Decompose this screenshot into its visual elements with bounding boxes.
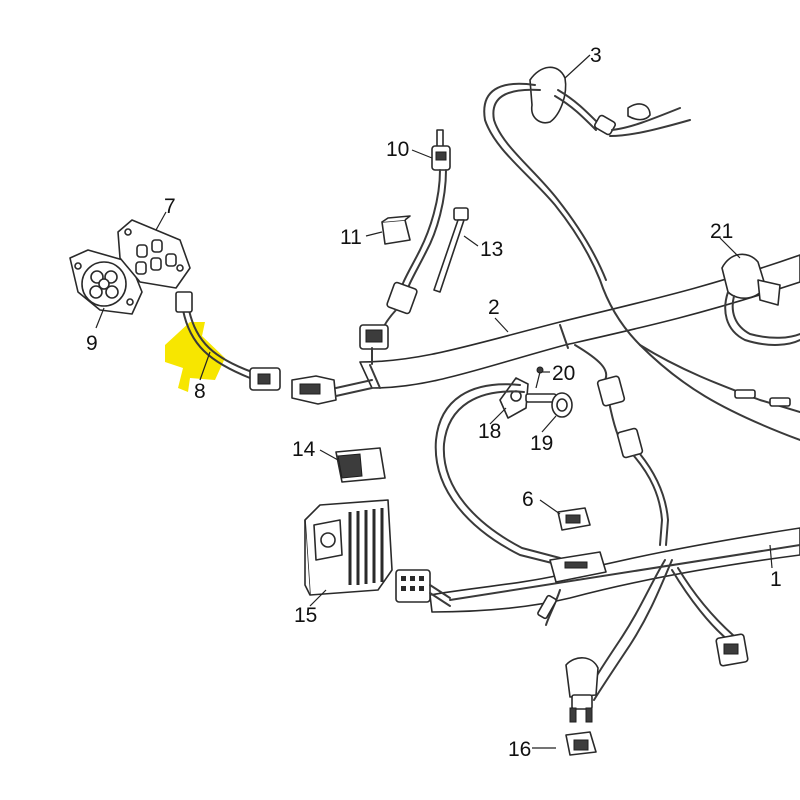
callout-15: 15 xyxy=(294,604,317,627)
fuse-6 xyxy=(557,507,591,531)
callout-13: 13 xyxy=(480,238,503,261)
callout-11: 11 xyxy=(340,226,362,249)
yellow-highlight-part-8 xyxy=(165,322,225,392)
callout-1: 1 xyxy=(770,568,782,591)
cable-tie-13 xyxy=(433,207,469,293)
callout-7: 7 xyxy=(164,195,176,218)
component-3 xyxy=(483,66,800,441)
callout-16: 16 xyxy=(508,738,531,761)
callout-6: 6 xyxy=(522,488,534,511)
callout-9: 9 xyxy=(86,332,98,355)
leader-lines xyxy=(95,54,773,749)
callout-19: 19 xyxy=(530,432,553,455)
bracket-18 xyxy=(499,366,557,419)
component-16 xyxy=(565,657,599,756)
grommet-19 xyxy=(551,392,573,418)
switch-lead-10 xyxy=(359,129,451,365)
callout-20: 20 xyxy=(552,362,575,385)
callout-labels: 3 10 7 11 13 21 2 9 8 20 18 19 14 6 1 15… xyxy=(86,44,782,761)
callout-3: 3 xyxy=(590,44,602,67)
lower-harness-1 xyxy=(429,527,800,701)
callout-21: 21 xyxy=(710,220,733,243)
callout-10: 10 xyxy=(386,138,409,161)
connector-branch-wires xyxy=(434,375,669,566)
connector-harness-start xyxy=(291,375,373,405)
connector-21 xyxy=(639,253,800,413)
sensor-plate-9 xyxy=(69,249,143,315)
regulator-15 xyxy=(304,499,451,607)
callout-8: 8 xyxy=(194,380,206,403)
callout-14: 14 xyxy=(292,438,316,461)
pad-14 xyxy=(335,447,386,483)
callout-18: 18 xyxy=(478,420,501,443)
sensor-plate-7 xyxy=(117,219,191,289)
callout-2: 2 xyxy=(488,296,500,319)
sensor-lead-8 xyxy=(175,291,281,391)
pad-11 xyxy=(381,215,411,245)
main-harness-2 xyxy=(359,254,800,389)
